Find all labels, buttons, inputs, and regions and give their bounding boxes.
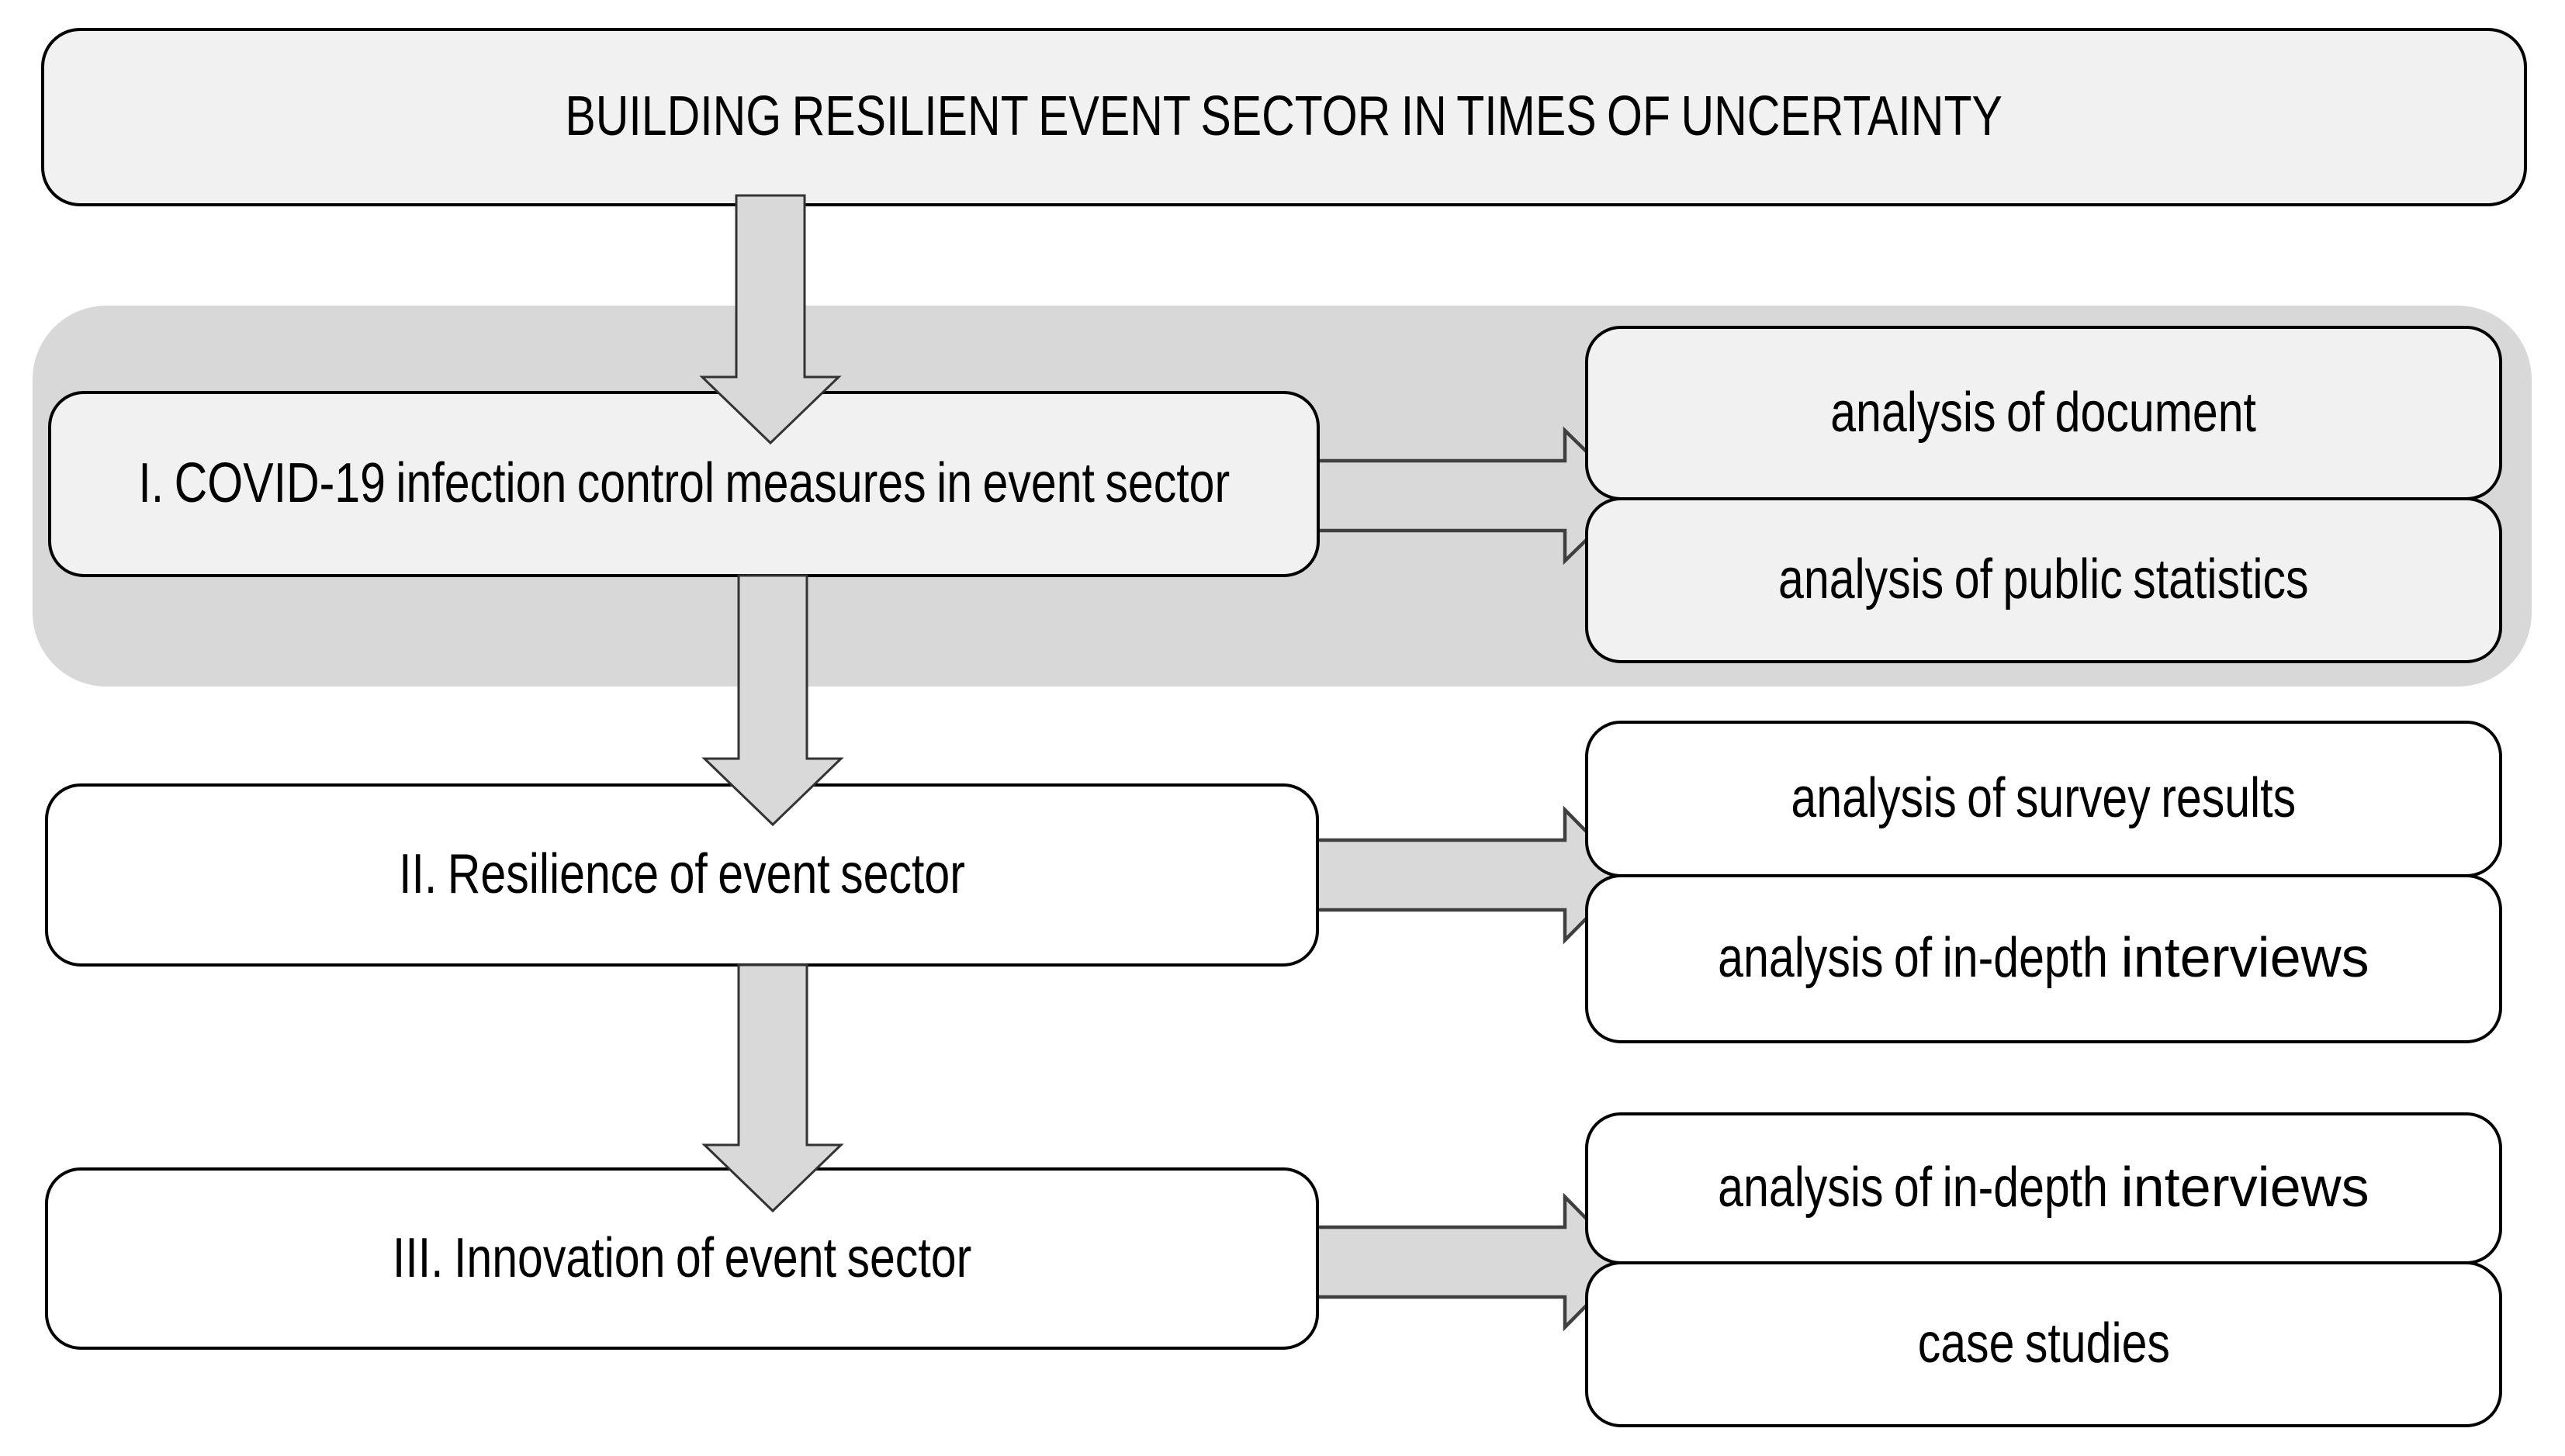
phase-3-label: III. Innovation of event sector — [392, 1226, 972, 1289]
phase-3-box: III. Innovation of event sector — [45, 1167, 1319, 1350]
title-label: BUILDING RESILIENT EVENT SECTOR IN TIMES… — [565, 85, 2003, 148]
phase-2-method-2-box: analysis of in-depth interviews — [1585, 874, 2502, 1043]
phase-1-method-1-box: analysis of document — [1585, 326, 2502, 500]
phase-3-method-2-box: case studies — [1585, 1261, 2502, 1427]
arrow-right-phase-2-icon — [1314, 805, 1632, 945]
phase-3-method-1-box: analysis of in-depth interviews — [1585, 1112, 2502, 1264]
phase-2-label: II. Resilience of event sector — [399, 843, 965, 906]
phase-2-method-2-label: analysis of in-depth interviews — [1718, 927, 2369, 990]
phase-2-method-1-label: analysis of survey results — [1791, 767, 2297, 830]
title-box: BUILDING RESILIENT EVENT SECTOR IN TIMES… — [41, 28, 2527, 206]
phase-1-box: I. COVID-19 infection control measures i… — [48, 391, 1320, 577]
phase-1-method-2-box: analysis of public statistics — [1585, 497, 2502, 663]
phase-2-method-1-box: analysis of survey results — [1585, 721, 2502, 877]
phase-1-label: I. COVID-19 infection control measures i… — [138, 452, 1230, 515]
phase-1-method-1-label: analysis of document — [1830, 381, 2257, 444]
phase-3-method-2-label: case studies — [1917, 1312, 2170, 1375]
phase-2-box: II. Resilience of event sector — [45, 783, 1319, 967]
arrow-right-phase-3-icon — [1314, 1192, 1632, 1332]
phase-3-method-1-label: analysis of in-depth interviews — [1718, 1157, 2369, 1219]
phase-1-method-2-label: analysis of public statistics — [1778, 548, 2309, 611]
